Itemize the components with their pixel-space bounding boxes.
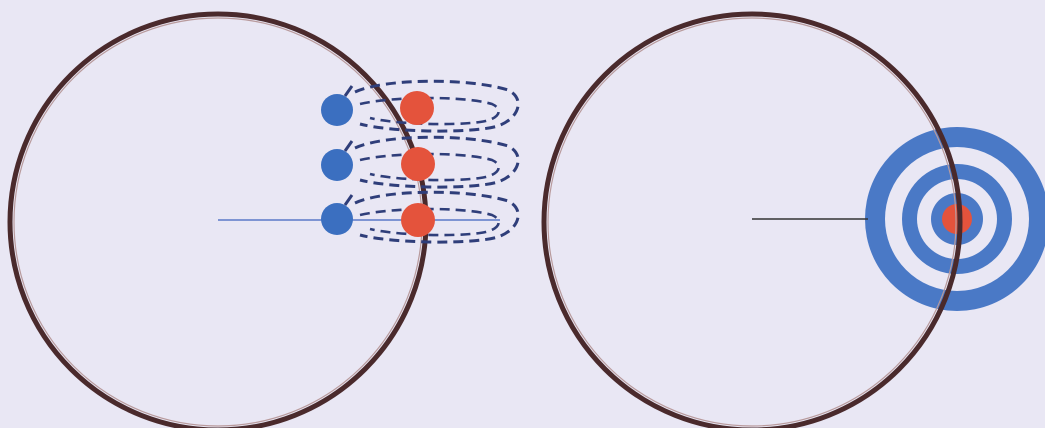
bullseye-icon <box>865 127 1045 311</box>
left-panel <box>10 14 518 428</box>
right-panel <box>544 14 1045 428</box>
left-ring-icon <box>10 14 426 428</box>
dipole-icon-middle <box>321 137 518 187</box>
dipole-icon-top <box>321 81 518 131</box>
dipole-icon-bottom <box>321 192 518 242</box>
